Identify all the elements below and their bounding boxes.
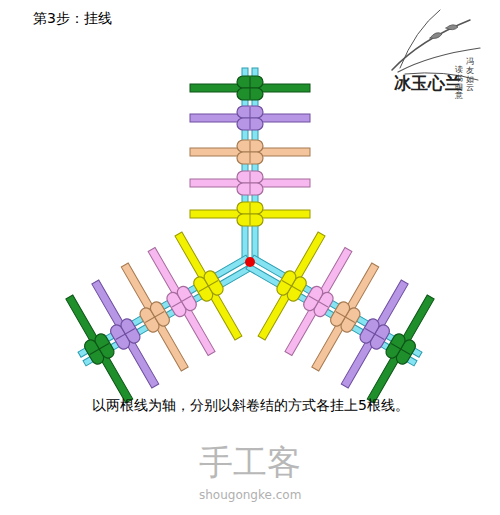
clove-hitch-knot: [328, 300, 362, 335]
knot-arm: [190, 68, 310, 262]
hanging-cord: [66, 295, 133, 403]
logo-text: 冰玉心兰: [394, 72, 462, 95]
clove-hitch-knot: [302, 284, 336, 319]
hanging-cord: [367, 295, 434, 403]
hanging-cord: [148, 248, 215, 356]
logo-text: 读书明意: [455, 66, 463, 101]
clove-hitch-knot: [237, 76, 263, 100]
clove-hitch-knot: [358, 317, 392, 352]
clove-hitch-knot: [237, 106, 263, 130]
knot-arm: [52, 210, 280, 411]
clove-hitch-knot: [237, 171, 263, 195]
clove-hitch-knot: [237, 202, 263, 226]
axis-cord: [83, 264, 254, 366]
knot-arm: [220, 210, 448, 411]
clove-hitch-knot: [275, 269, 309, 304]
clove-hitch-knot: [165, 284, 199, 319]
clove-hitch-knot: [384, 332, 418, 367]
step-title: 第3步：挂线: [33, 10, 112, 28]
clove-hitch-knot: [108, 317, 142, 352]
hanging-cord: [285, 248, 352, 356]
hanging-cord: [121, 263, 188, 371]
center-dot: [245, 257, 255, 267]
hanging-cord: [175, 232, 242, 340]
clove-hitch-knot: [82, 332, 116, 367]
caption: 以两根线为轴，分别以斜卷结的方式各挂上5根线。: [92, 397, 409, 415]
hanging-cord: [92, 280, 159, 388]
clove-hitch-knot: [138, 300, 172, 335]
clove-hitch-knot: [192, 269, 226, 304]
hanging-cord: [341, 280, 408, 388]
watermark: shougongke.com: [199, 488, 301, 502]
hanging-cord: [258, 232, 325, 340]
axis-cord: [246, 264, 417, 366]
logo-text: 冯友如云: [466, 58, 474, 93]
clove-hitch-knot: [237, 140, 263, 164]
hanging-cord: [312, 263, 379, 371]
watermark: 手工客: [199, 440, 301, 486]
